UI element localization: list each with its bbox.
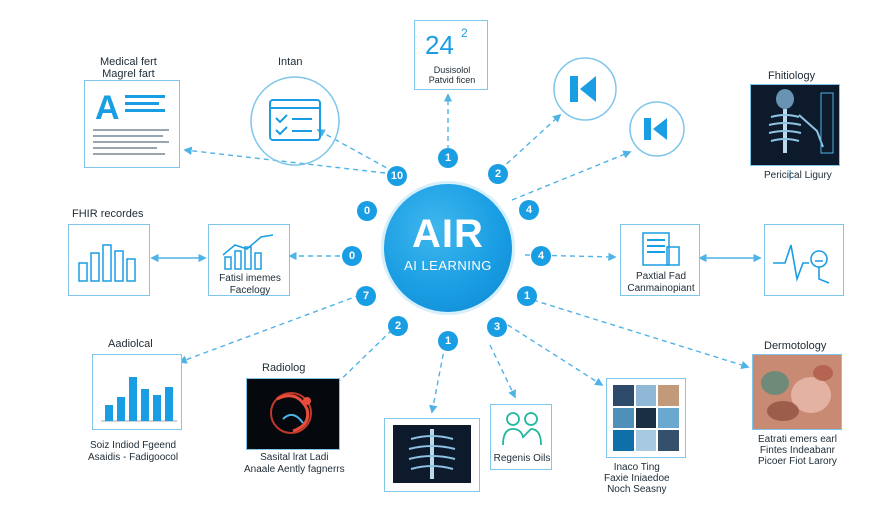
patient-images-card[interactable]: Fatisl imemes Facelogy <box>208 224 290 296</box>
physiology-caption: Pericical Ligury <box>764 170 832 181</box>
medical-text-card[interactable]: A <box>84 80 180 168</box>
badge-number: 2 <box>388 316 408 336</box>
stat-value: 24 <box>425 30 454 60</box>
image-tile <box>613 407 634 429</box>
dermatology-caption: Eatrati emers earl Fintes Indeabanr Pico… <box>758 434 837 467</box>
radiology-caption: Sasital lrat Ladi Anaale Aently fagnerrs <box>244 452 345 475</box>
badge-number: 1 <box>438 331 458 351</box>
radiological-card[interactable] <box>92 354 182 430</box>
spine-icon <box>408 429 456 479</box>
radiological-caption: Soiz Indiod Fgeend Asaidis - Fadigoocol <box>88 440 179 463</box>
trend-chart-icon <box>222 234 274 270</box>
image-tile <box>613 430 634 451</box>
people-icon <box>502 412 542 446</box>
skin-lesion-icon <box>753 355 841 429</box>
radiology-title: Radiolog <box>262 362 306 374</box>
spine-xray-image <box>393 425 471 483</box>
device-icon <box>642 232 680 266</box>
anatomy-scan-icon <box>270 392 312 434</box>
dermatology-image[interactable] <box>752 354 842 430</box>
partial-caption: Paxtial Fad Canmainopiant <box>627 271 695 294</box>
line-xray <box>429 344 446 414</box>
image-tile <box>635 385 657 406</box>
image-tile <box>635 407 657 429</box>
skeleton-icon <box>768 89 834 154</box>
line-k1 <box>499 113 562 171</box>
physiology-xray-image[interactable] <box>750 84 840 166</box>
regenis-caption: Regenis Oils <box>493 453 551 464</box>
image-tile <box>658 430 679 451</box>
badge-number: 1 <box>438 148 458 168</box>
line-intan <box>316 129 395 173</box>
badge-number: 3 <box>487 317 507 337</box>
fhir-title: FHIR recordes <box>72 208 144 220</box>
records-bar-icon <box>78 244 136 282</box>
patient-images-caption: Fatisl imemes Facelogy <box>219 273 281 296</box>
badge-number: 7 <box>356 286 376 306</box>
stat-caption: Dusisolol Patvid ficen <box>428 65 476 85</box>
svg-text:A: A <box>95 89 120 127</box>
dermatology-title: Dermotology <box>764 340 827 352</box>
spine-xray-card[interactable] <box>384 418 480 492</box>
imaging-caption: Inaco Ting Faxie Iniaedoe Noch Seasny <box>604 462 670 495</box>
badge-number: 4 <box>531 246 551 266</box>
badge-number: 0 <box>357 201 377 221</box>
line-medical-text <box>183 146 386 174</box>
waveform-card[interactable] <box>764 224 844 296</box>
imaging-grid-card[interactable] <box>606 378 686 458</box>
image-tile <box>658 407 679 429</box>
image-tile <box>613 385 634 406</box>
intan-title: Intan <box>278 56 303 68</box>
line-imaging <box>499 319 604 386</box>
fhir-records-card[interactable] <box>68 224 150 296</box>
image-grid <box>613 385 679 451</box>
badge-number: 2 <box>488 164 508 184</box>
medical-text-title: Medical fert Magrel fart <box>100 56 157 80</box>
line-dermatology <box>532 299 750 370</box>
line-radiological <box>178 294 361 364</box>
hub-subtitle: AI LEARNING <box>404 258 492 273</box>
line-regenis <box>489 344 516 399</box>
k-logo-icon[interactable] <box>552 56 618 122</box>
partial-card[interactable]: Paxtial Fad Canmainopiant <box>620 224 700 296</box>
radiological-title: Aadiolcal <box>108 338 153 350</box>
k-logo-icon[interactable] <box>628 100 686 158</box>
radiology-scan-image[interactable] <box>246 378 340 450</box>
badge-number: 0 <box>342 246 362 266</box>
bar-chart-icon <box>101 377 177 422</box>
document-text-icon: A <box>93 89 169 155</box>
badge-number: 4 <box>519 200 539 220</box>
line-partial <box>524 252 617 262</box>
checklist-icon[interactable] <box>248 74 342 168</box>
regenis-card[interactable]: Regenis Oils <box>490 404 552 470</box>
badge-number: 1 <box>517 286 537 306</box>
image-tile <box>658 385 679 406</box>
ai-learning-hub[interactable]: AIR AI LEARNING <box>384 184 512 312</box>
badge-number: 10 <box>387 166 407 186</box>
line-k2 <box>511 150 632 201</box>
image-tile <box>635 430 657 451</box>
stat-superscript: 2 <box>461 26 468 40</box>
physiology-title: Fhitiology <box>768 70 816 82</box>
heartbeat-icon <box>773 244 830 284</box>
stat-card[interactable]: 24 2 Dusisolol Patvid ficen <box>414 20 488 90</box>
hub-title: AIR <box>412 212 484 256</box>
